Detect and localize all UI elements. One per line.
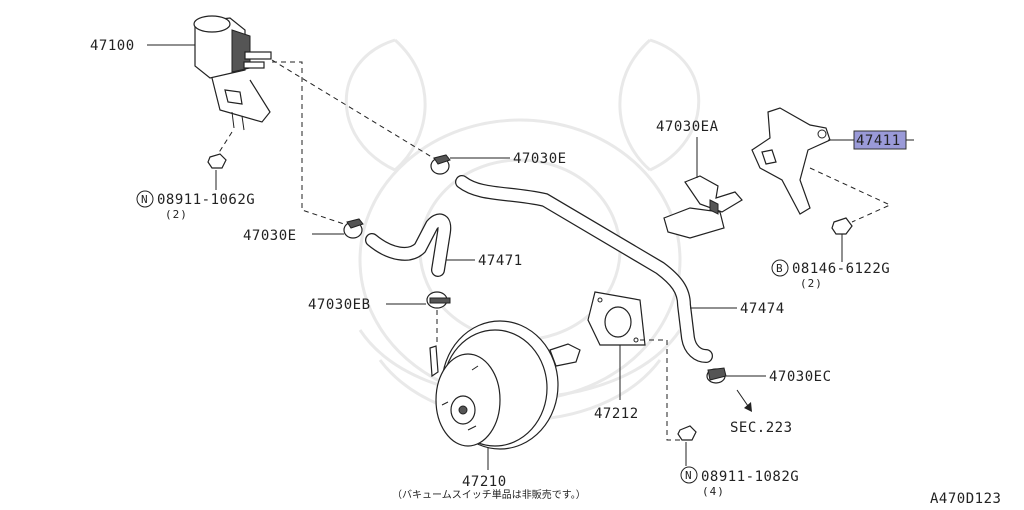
dashed-route-tank-to-clamp [271,59,441,163]
nut-08911-1082g[interactable] [677,425,697,441]
label-47030ea[interactable]: 47030EA [656,119,719,135]
label-sec223[interactable]: SEC.223 [730,420,793,436]
label-08911-1062g[interactable]: 08911-1062G [157,192,255,208]
bolt-08146-6122g[interactable] [831,217,853,246]
label-08911-1082g[interactable]: 08911-1082G [701,469,799,485]
label-47411[interactable]: 47411 [856,133,901,149]
note-47210: （バキュームスイッチ単品は非販売です。） [392,488,586,501]
qty-08911-1082g: (4) [702,485,725,498]
label-47030e-lower[interactable]: 47030E [243,228,297,244]
label-47471[interactable]: 47471 [478,253,523,269]
b-symbol-circle [771,259,789,277]
clip-47030ea[interactable] [663,175,743,239]
label-47212[interactable]: 47212 [594,406,639,422]
n-symbol-circle-2 [680,466,698,484]
n-symbol-circle-1 [136,190,154,208]
label-47100[interactable]: 47100 [90,38,135,54]
dashed-guide-nut-1 [217,131,233,155]
nut-08911-1062g[interactable] [207,153,227,169]
qty-08146-6122g: (2) [800,277,823,290]
qty-08911-1062g: (2) [165,208,188,221]
arrow-sec223-icon [736,389,752,412]
label-47030e-upper[interactable]: 47030E [513,151,567,167]
valve-47030ec[interactable] [706,367,727,384]
n-symbol-1: N [141,193,149,206]
n-symbol-2: N [685,469,693,482]
part-47210-brake-booster[interactable] [429,320,581,450]
label-47030ec[interactable]: 47030EC [769,369,832,385]
hose-47474[interactable] [455,175,713,363]
clamp-47030e-upper[interactable] [430,154,451,175]
b-symbol: B [776,262,784,275]
label-08146-6122g[interactable]: 08146-6122G [792,261,890,277]
part-47100-vacuum-tank[interactable] [193,15,272,131]
hose-47471[interactable] [365,213,452,277]
dashed-route-gasket [640,339,684,441]
clamp-47030eb[interactable] [426,291,451,309]
bracket-47411[interactable] [751,107,831,215]
label-47030eb[interactable]: 47030EB [308,297,371,313]
gasket-47212[interactable] [587,291,646,346]
clamp-47030e-lower[interactable] [343,218,364,239]
figure-code: A470D123 [930,491,1001,507]
dashed-route-tank-to-lower-clamp [272,61,351,227]
dashed-guide-bolt [809,167,892,223]
label-47474[interactable]: 47474 [740,301,785,317]
label-47210[interactable]: 47210 [462,474,507,490]
